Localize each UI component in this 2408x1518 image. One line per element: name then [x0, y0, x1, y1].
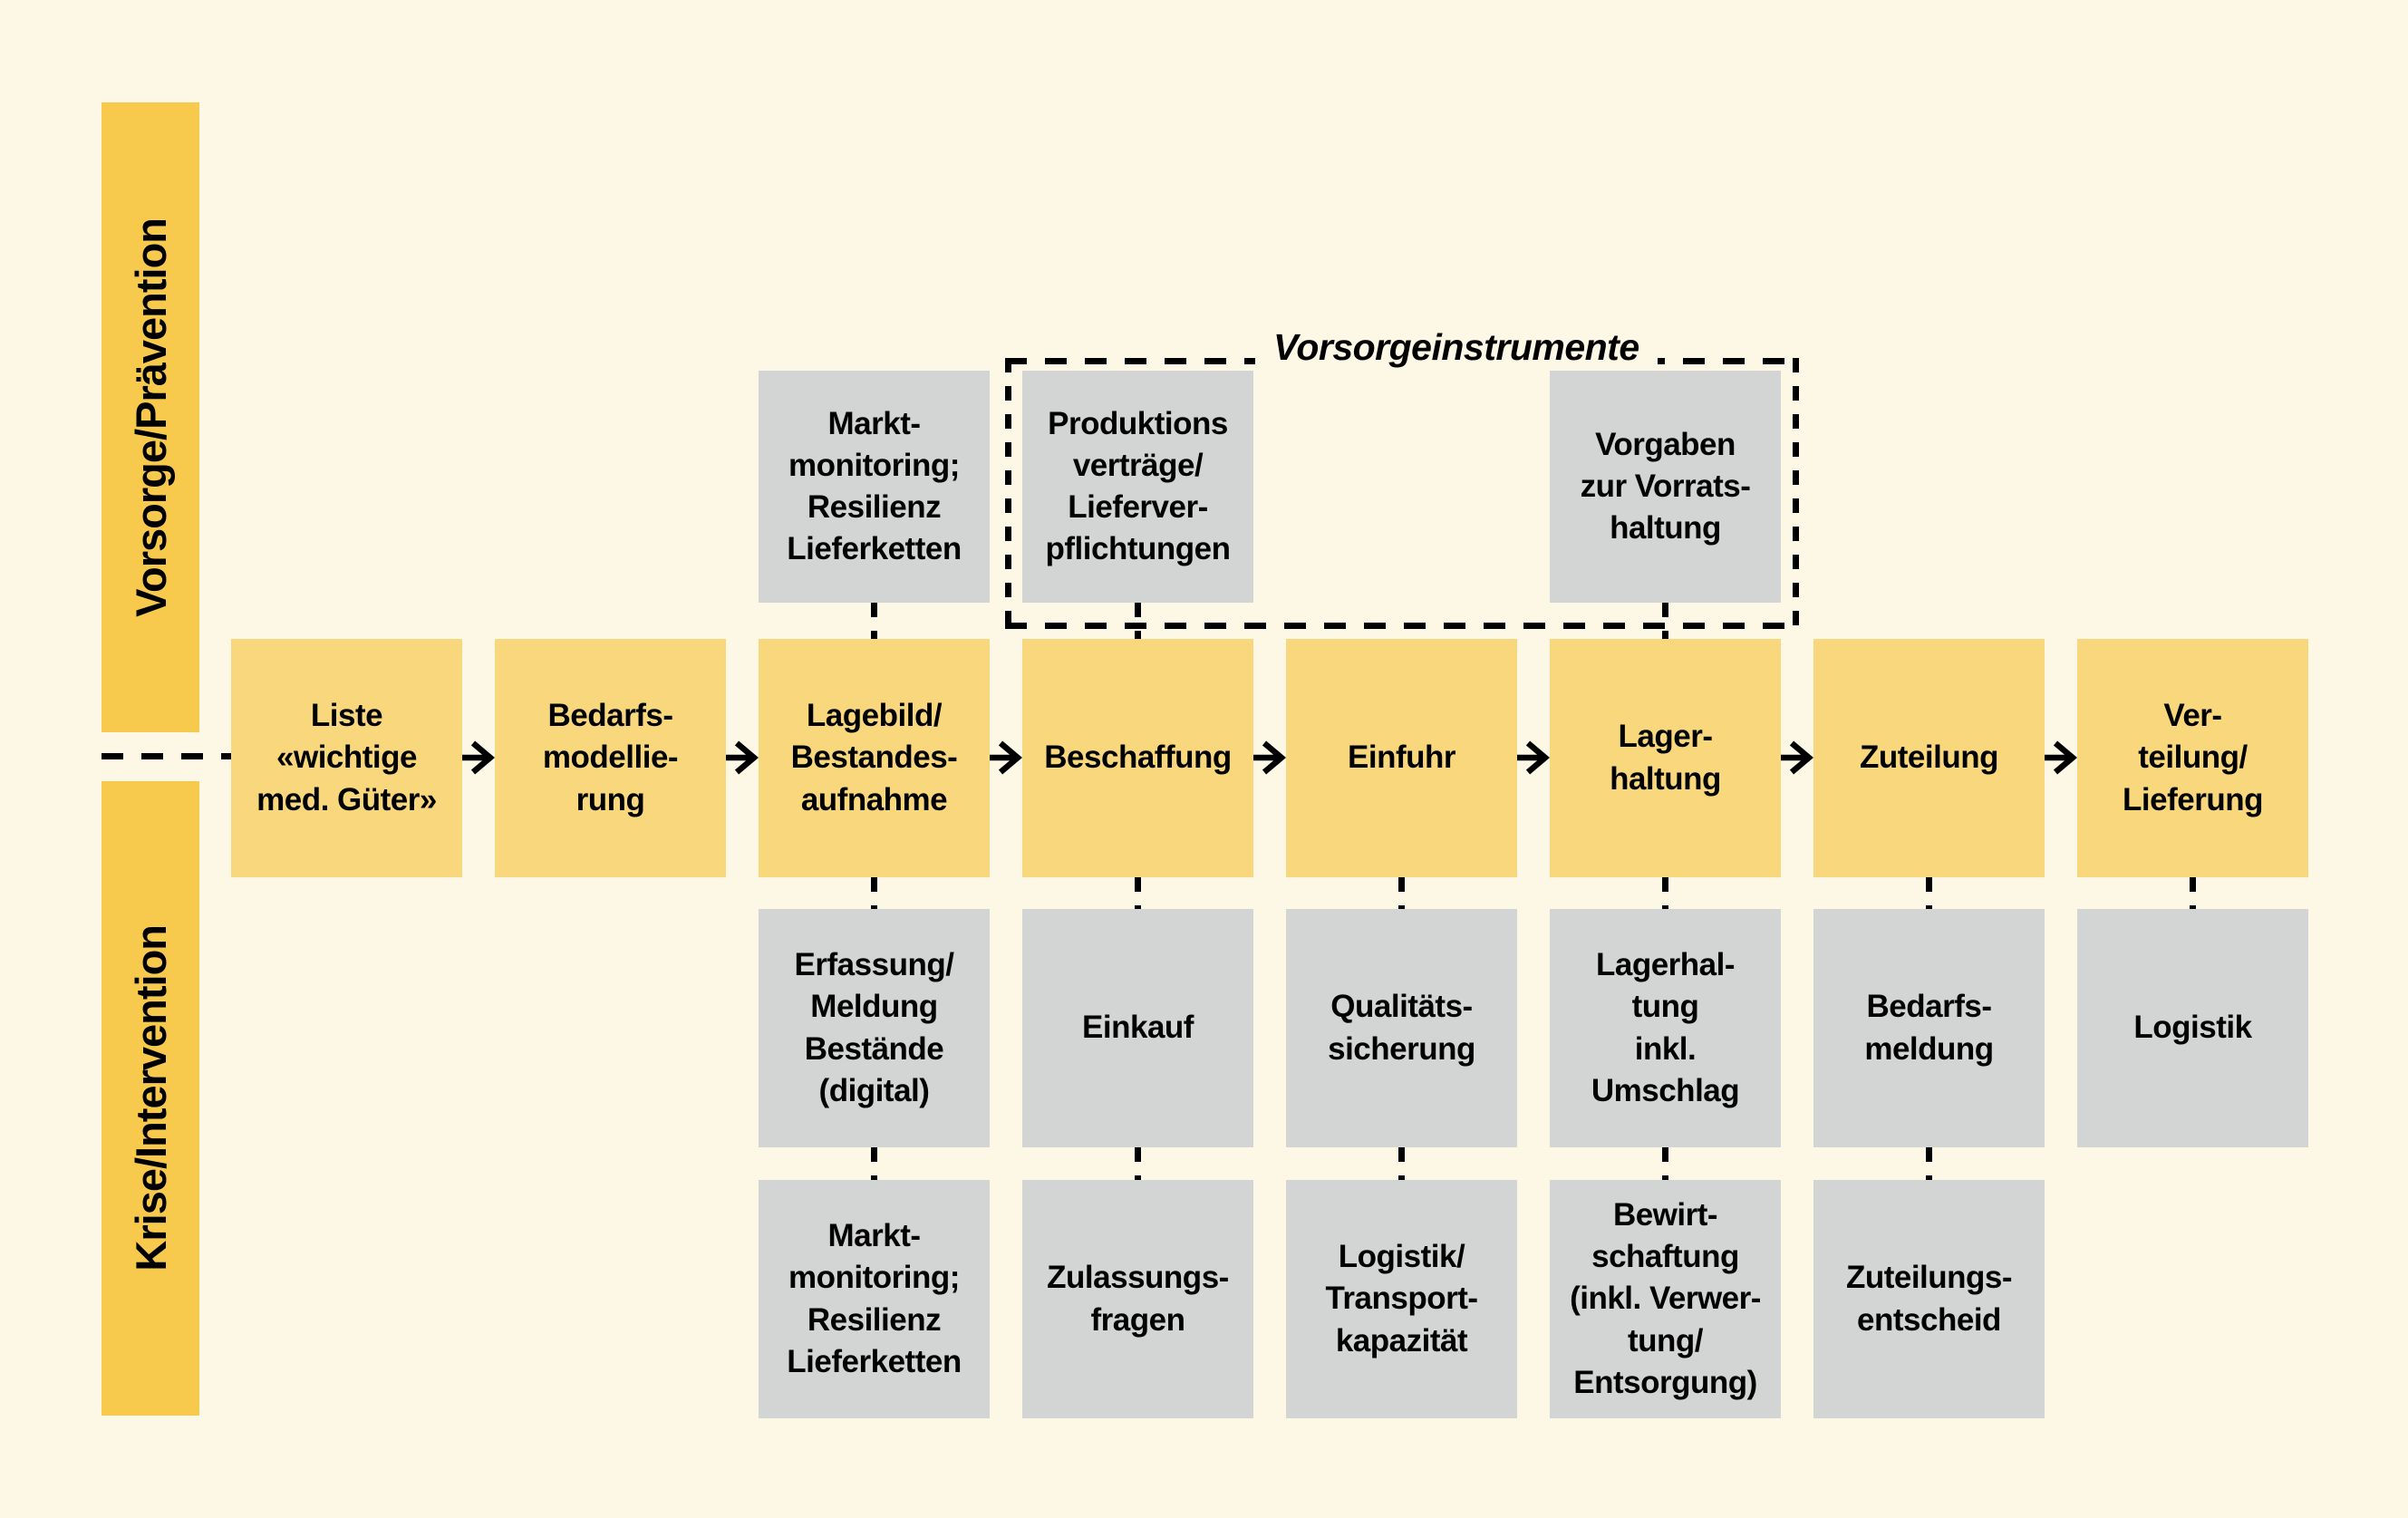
- process-box-label: Lager- haltung: [1610, 719, 1721, 797]
- process-box-label: Einfuhr: [1348, 740, 1455, 776]
- crisis-box-erfassung-meldung: Erfassung/ Meldung Bestände (digital): [759, 909, 990, 1147]
- crisis-box-zulassungsfragen: Zulassungs- fragen: [1022, 1180, 1253, 1418]
- prevention-box-label: Markt- monitoring; Resilienz Lieferkette…: [787, 405, 962, 567]
- process-box-einfuhr: Einfuhr: [1286, 639, 1517, 877]
- process-box-label: Beschaffung: [1044, 740, 1232, 776]
- crisis-box-zuteilungsentscheid: Zuteilungs- entscheid: [1813, 1180, 2045, 1418]
- dashed-connector: [1926, 1147, 1932, 1180]
- dashed-connector: [871, 877, 877, 909]
- prevention-box-produktionsvertraege: Produktions verträge/ Lieferver- pflicht…: [1022, 371, 1253, 603]
- crisis-box-label: Logistik: [2133, 1010, 2252, 1046]
- process-box-lagerhaltung: Lager- haltung: [1550, 639, 1781, 877]
- frame-left-edge: [1005, 358, 1011, 629]
- prevention-box-label: Produktions verträge/ Lieferver- pflicht…: [1045, 405, 1231, 567]
- prevention-box-marktmonitoring: Markt- monitoring; Resilienz Lieferkette…: [759, 371, 990, 603]
- dashed-connector: [1135, 877, 1141, 909]
- dashed-connector: [2190, 877, 2196, 909]
- crisis-box-marktmonitoring: Markt- monitoring; Resilienz Lieferkette…: [759, 1180, 990, 1418]
- arrow-right-icon: [2045, 740, 2077, 775]
- arrow-right-icon: [726, 740, 759, 775]
- process-box-verteilung: Ver- teilung/ Lieferung: [2077, 639, 2308, 877]
- crisis-box-bewirtschaftung: Bewirt- schaftung (inkl. Verwer- tung/ E…: [1550, 1180, 1781, 1418]
- band-vorsorge-praevention: Vorsorge/Prävention: [102, 102, 199, 732]
- dashed-connector: [1398, 877, 1405, 909]
- arrow-right-icon: [1517, 740, 1550, 775]
- crisis-box-label: Zulassungs- fragen: [1047, 1260, 1229, 1338]
- process-box-label: Liste «wichtige med. Güter»: [256, 698, 437, 817]
- frame-title: Vorsorgeinstrumente: [1255, 326, 1658, 369]
- crisis-box-label: Qualitäts- sicherung: [1328, 989, 1475, 1067]
- process-box-label: Bedarfs- modellie- rung: [542, 698, 679, 817]
- crisis-box-label: Lagerhal- tung inkl. Umschlag: [1591, 947, 1740, 1108]
- dashed-entry-line: [102, 753, 231, 759]
- dashed-connector: [1135, 603, 1141, 639]
- crisis-box-label: Markt- monitoring; Resilienz Lieferkette…: [787, 1218, 962, 1379]
- crisis-box-label: Einkauf: [1082, 1010, 1194, 1046]
- dashed-connector: [1926, 877, 1932, 909]
- crisis-box-label: Bewirt- schaftung (inkl. Verwer- tung/ E…: [1570, 1197, 1761, 1400]
- frame-bottom-edge: [1005, 623, 1799, 629]
- crisis-box-bedarfsmeldung: Bedarfs- meldung: [1813, 909, 2045, 1147]
- crisis-box-lagerhaltung-umschlag: Lagerhal- tung inkl. Umschlag: [1550, 909, 1781, 1147]
- arrow-right-icon: [1253, 740, 1286, 775]
- crisis-box-transportkapazitaet: Logistik/ Transport- kapazität: [1286, 1180, 1517, 1418]
- band-krise-label: Krise/Intervention: [126, 925, 175, 1271]
- dashed-connector: [871, 603, 877, 639]
- dashed-connector: [1662, 603, 1668, 639]
- dashed-connector: [1135, 1147, 1141, 1180]
- process-box-label: Ver- teilung/ Lieferung: [2123, 698, 2263, 817]
- band-krise-intervention: Krise/Intervention: [102, 781, 199, 1416]
- dashed-connector: [871, 1147, 877, 1180]
- process-box-zuteilung: Zuteilung: [1813, 639, 2045, 877]
- arrow-right-icon: [990, 740, 1022, 775]
- crisis-box-qualitaetssicherung: Qualitäts- sicherung: [1286, 909, 1517, 1147]
- process-box-beschaffung: Beschaffung: [1022, 639, 1253, 877]
- dashed-connector: [1398, 1147, 1405, 1180]
- dashed-connector: [1662, 1147, 1668, 1180]
- prevention-box-label: Vorgaben zur Vorrats- haltung: [1580, 426, 1751, 546]
- band-vorsorge-label: Vorsorge/Prävention: [126, 218, 175, 617]
- crisis-box-label: Erfassung/ Meldung Bestände (digital): [794, 947, 954, 1108]
- frame-right-edge: [1793, 358, 1799, 629]
- crisis-box-label: Zuteilungs- entscheid: [1845, 1260, 2013, 1338]
- prevention-box-vorgaben-vorratshaltung: Vorgaben zur Vorrats- haltung: [1550, 371, 1781, 603]
- arrow-right-icon: [462, 740, 495, 775]
- process-box-label: Lagebild/ Bestandes- aufnahme: [790, 698, 958, 817]
- crisis-box-label: Bedarfs- meldung: [1864, 989, 1994, 1067]
- process-box-bedarfsmodellierung: Bedarfs- modellie- rung: [495, 639, 726, 877]
- arrow-right-icon: [1781, 740, 1813, 775]
- process-box-lagebild: Lagebild/ Bestandes- aufnahme: [759, 639, 990, 877]
- crisis-box-logistik: Logistik: [2077, 909, 2308, 1147]
- crisis-box-einkauf: Einkauf: [1022, 909, 1253, 1147]
- crisis-box-label: Logistik/ Transport- kapazität: [1325, 1239, 1478, 1358]
- dashed-connector: [1662, 877, 1668, 909]
- process-box-liste: Liste «wichtige med. Güter»: [231, 639, 462, 877]
- process-box-label: Zuteilung: [1860, 740, 1998, 776]
